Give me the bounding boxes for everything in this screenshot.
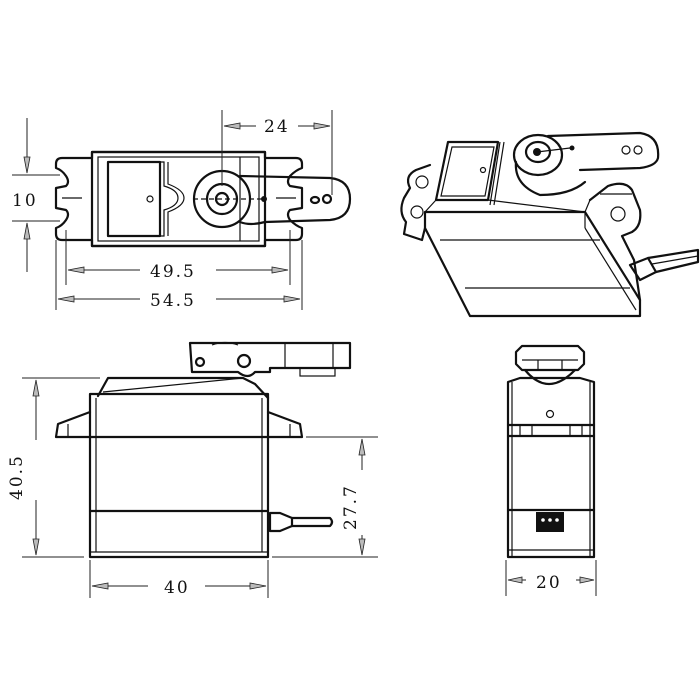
dim-24: 24 <box>264 117 290 137</box>
dim-49-5: 49.5 <box>150 262 196 282</box>
side-view: 20 <box>505 344 597 596</box>
isometric-view <box>400 131 700 318</box>
front-view: 40.5 27.7 40 <box>7 341 378 598</box>
dim-27-7: 27.7 <box>341 484 361 530</box>
dim-40-5: 40.5 <box>7 454 27 500</box>
dim-40: 40 <box>164 578 190 598</box>
dim-54-5: 54.5 <box>150 291 196 311</box>
dim-20: 20 <box>536 573 562 593</box>
dim-10: 10 <box>12 191 38 211</box>
top-view: 24 10 49.5 54.5 <box>12 110 352 311</box>
